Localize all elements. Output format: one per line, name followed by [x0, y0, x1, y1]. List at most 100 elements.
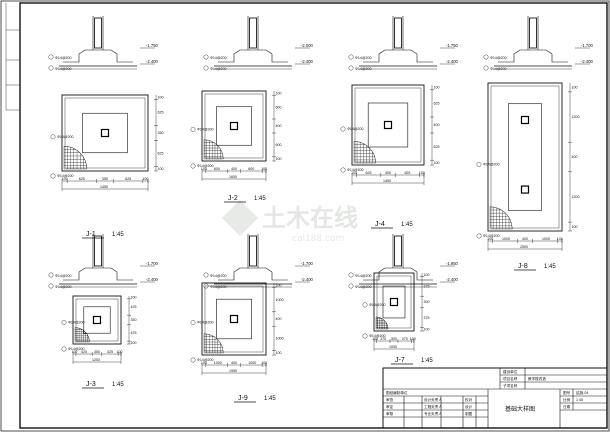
tb-company: 图纸编制单位 [386, 390, 408, 395]
plan-side-dim-4: 100 [276, 157, 282, 161]
plan-dim-1: 1000 [214, 361, 222, 365]
plan-side-dim-4: 100 [424, 327, 430, 331]
plan-outline [351, 84, 425, 166]
detail-scale-j7: 1:45 [421, 358, 433, 364]
plan-callout-1 [190, 320, 196, 325]
plan-side-dim-2: 400 [276, 124, 282, 128]
callout-circle-2 [348, 283, 354, 289]
plan-dim-0: 100 [201, 361, 207, 365]
plan-blinding [204, 285, 264, 353]
plan-pedestal [83, 306, 111, 334]
watermark-logo [222, 200, 258, 236]
callout-circle-2 [203, 65, 209, 71]
section-rebar-note-2: Φ14@200 [490, 67, 507, 71]
footing-profile [363, 49, 433, 63]
plan-side-dim-2: 350 [131, 318, 137, 322]
plan-callout-1 [50, 134, 56, 140]
plan-rebar-note-1: Φ14@200 [197, 321, 214, 325]
footing-j8: -1.700-2.400Φ14@200Φ14@200Φ14@200Φ14@200… [476, 16, 594, 271]
plan-rebar-note-2: Φ14@200 [68, 347, 85, 351]
plan-dim-1: 600 [214, 167, 220, 171]
detail-scale-j8: 1:45 [544, 264, 556, 270]
plan-dim-0: 100 [372, 337, 378, 341]
plan-rebar-note-2: Φ14@200 [57, 174, 74, 178]
plan-dim-0: 100 [201, 167, 207, 171]
section-rebar-note-1: Φ14@200 [55, 274, 72, 278]
plan-rebar-note-1: Φ14@200 [483, 162, 500, 166]
plan-dim-0: 100 [71, 350, 77, 354]
footing-j4: -1.750-2.400Φ14@200Φ14@200Φ14@200Φ14@200… [340, 16, 459, 229]
plan-dim-3: 375 [402, 337, 408, 341]
plan-pedestal [382, 285, 406, 319]
detail-scale-j1: 1:45 [112, 232, 124, 238]
plan-dim-1: 375 [380, 337, 386, 341]
plan-blinding [75, 298, 119, 342]
section-level-bottom: -2.400 [446, 277, 459, 282]
tb-sign-1-1: 工程负责人 [424, 404, 442, 409]
plan-callout-1 [340, 126, 346, 132]
section-level-top: -1.950 [446, 261, 459, 266]
section-level-top: -1.700 [581, 43, 594, 48]
plan-callout-2 [362, 333, 368, 339]
section-rebar-note-2: Φ14@200 [355, 67, 372, 71]
detail-label-j8: J-8 [518, 263, 528, 270]
plan-column-1 [520, 185, 530, 194]
section-rebar-note-1: Φ14@200 [210, 274, 227, 278]
plan-dim-0: 100 [351, 171, 357, 175]
tb-sign-1-2: 设计 [465, 404, 473, 409]
section-rebar-note-2: Φ14@200 [210, 67, 227, 71]
plan-side-dim-3: 625 [434, 145, 440, 149]
plan-dim-4: 100 [261, 167, 267, 171]
section-rebar-note-1: Φ14@200 [210, 56, 227, 60]
plan-rebar-hatch [375, 317, 388, 330]
plan-callout-2 [190, 163, 196, 169]
watermark-sub: coi188.com [292, 234, 344, 244]
plan-dim-2: 400 [231, 361, 237, 365]
plan-side-dim-0: 100 [158, 95, 164, 99]
plan-dim-4: 100 [261, 361, 267, 365]
detail-drawings: -1.750-2.400Φ14@200Φ14@200Φ14@200Φ14@200… [48, 16, 594, 403]
column-rebar-box [94, 17, 102, 49]
plan-blinding [376, 275, 412, 329]
plan-side-dim-3: 1200 [572, 195, 580, 199]
plan-pedestal [216, 106, 252, 146]
plan-callout-1 [61, 319, 67, 325]
plan-callout-1 [190, 127, 196, 132]
plan-dim-1: 425 [81, 350, 87, 354]
plan-rebar-hatch [203, 333, 224, 354]
drawing-frame [19, 2, 608, 429]
plan-rebar-note-1: Φ14@200 [197, 128, 214, 132]
detail-label-j4: J-4 [375, 221, 385, 228]
callout-circle-1 [203, 54, 209, 60]
rebar-hatch-arc [203, 333, 224, 354]
section-level-top: -2.000 [301, 43, 314, 48]
section-rebar-note-2: Φ14@200 [355, 285, 372, 289]
plan-blinding [354, 87, 422, 163]
plan-dim-2: 400 [522, 237, 528, 241]
callout-circle-1 [48, 272, 54, 278]
section-level-top: -1.750 [146, 43, 159, 48]
plan-rebar-note-1: Φ14@200 [347, 127, 364, 131]
plan-side-dim-1: 1200 [572, 115, 580, 119]
tb-field-1-value: 1:45 [576, 398, 583, 402]
column-rebar-box [394, 235, 402, 267]
section-rebar-note-2: Φ14@200 [55, 67, 72, 71]
section-level-bottom: -2.400 [446, 59, 459, 64]
plan-dim-total: 1450 [383, 179, 391, 183]
plan-callout-2 [340, 167, 346, 173]
plan-column-0 [92, 315, 102, 325]
column-rebar-box [249, 235, 257, 267]
plan-rebar-note-1: Φ14@200 [369, 303, 386, 307]
plan-callout-1 [362, 302, 368, 308]
detail-scale-j4: 1:45 [401, 222, 413, 228]
section-rebar-note-1: Φ14@200 [355, 56, 372, 60]
detail-label-j3: J-3 [86, 381, 96, 388]
callout-circle-1 [483, 54, 489, 60]
rebar-hatch-arc [63, 145, 88, 170]
